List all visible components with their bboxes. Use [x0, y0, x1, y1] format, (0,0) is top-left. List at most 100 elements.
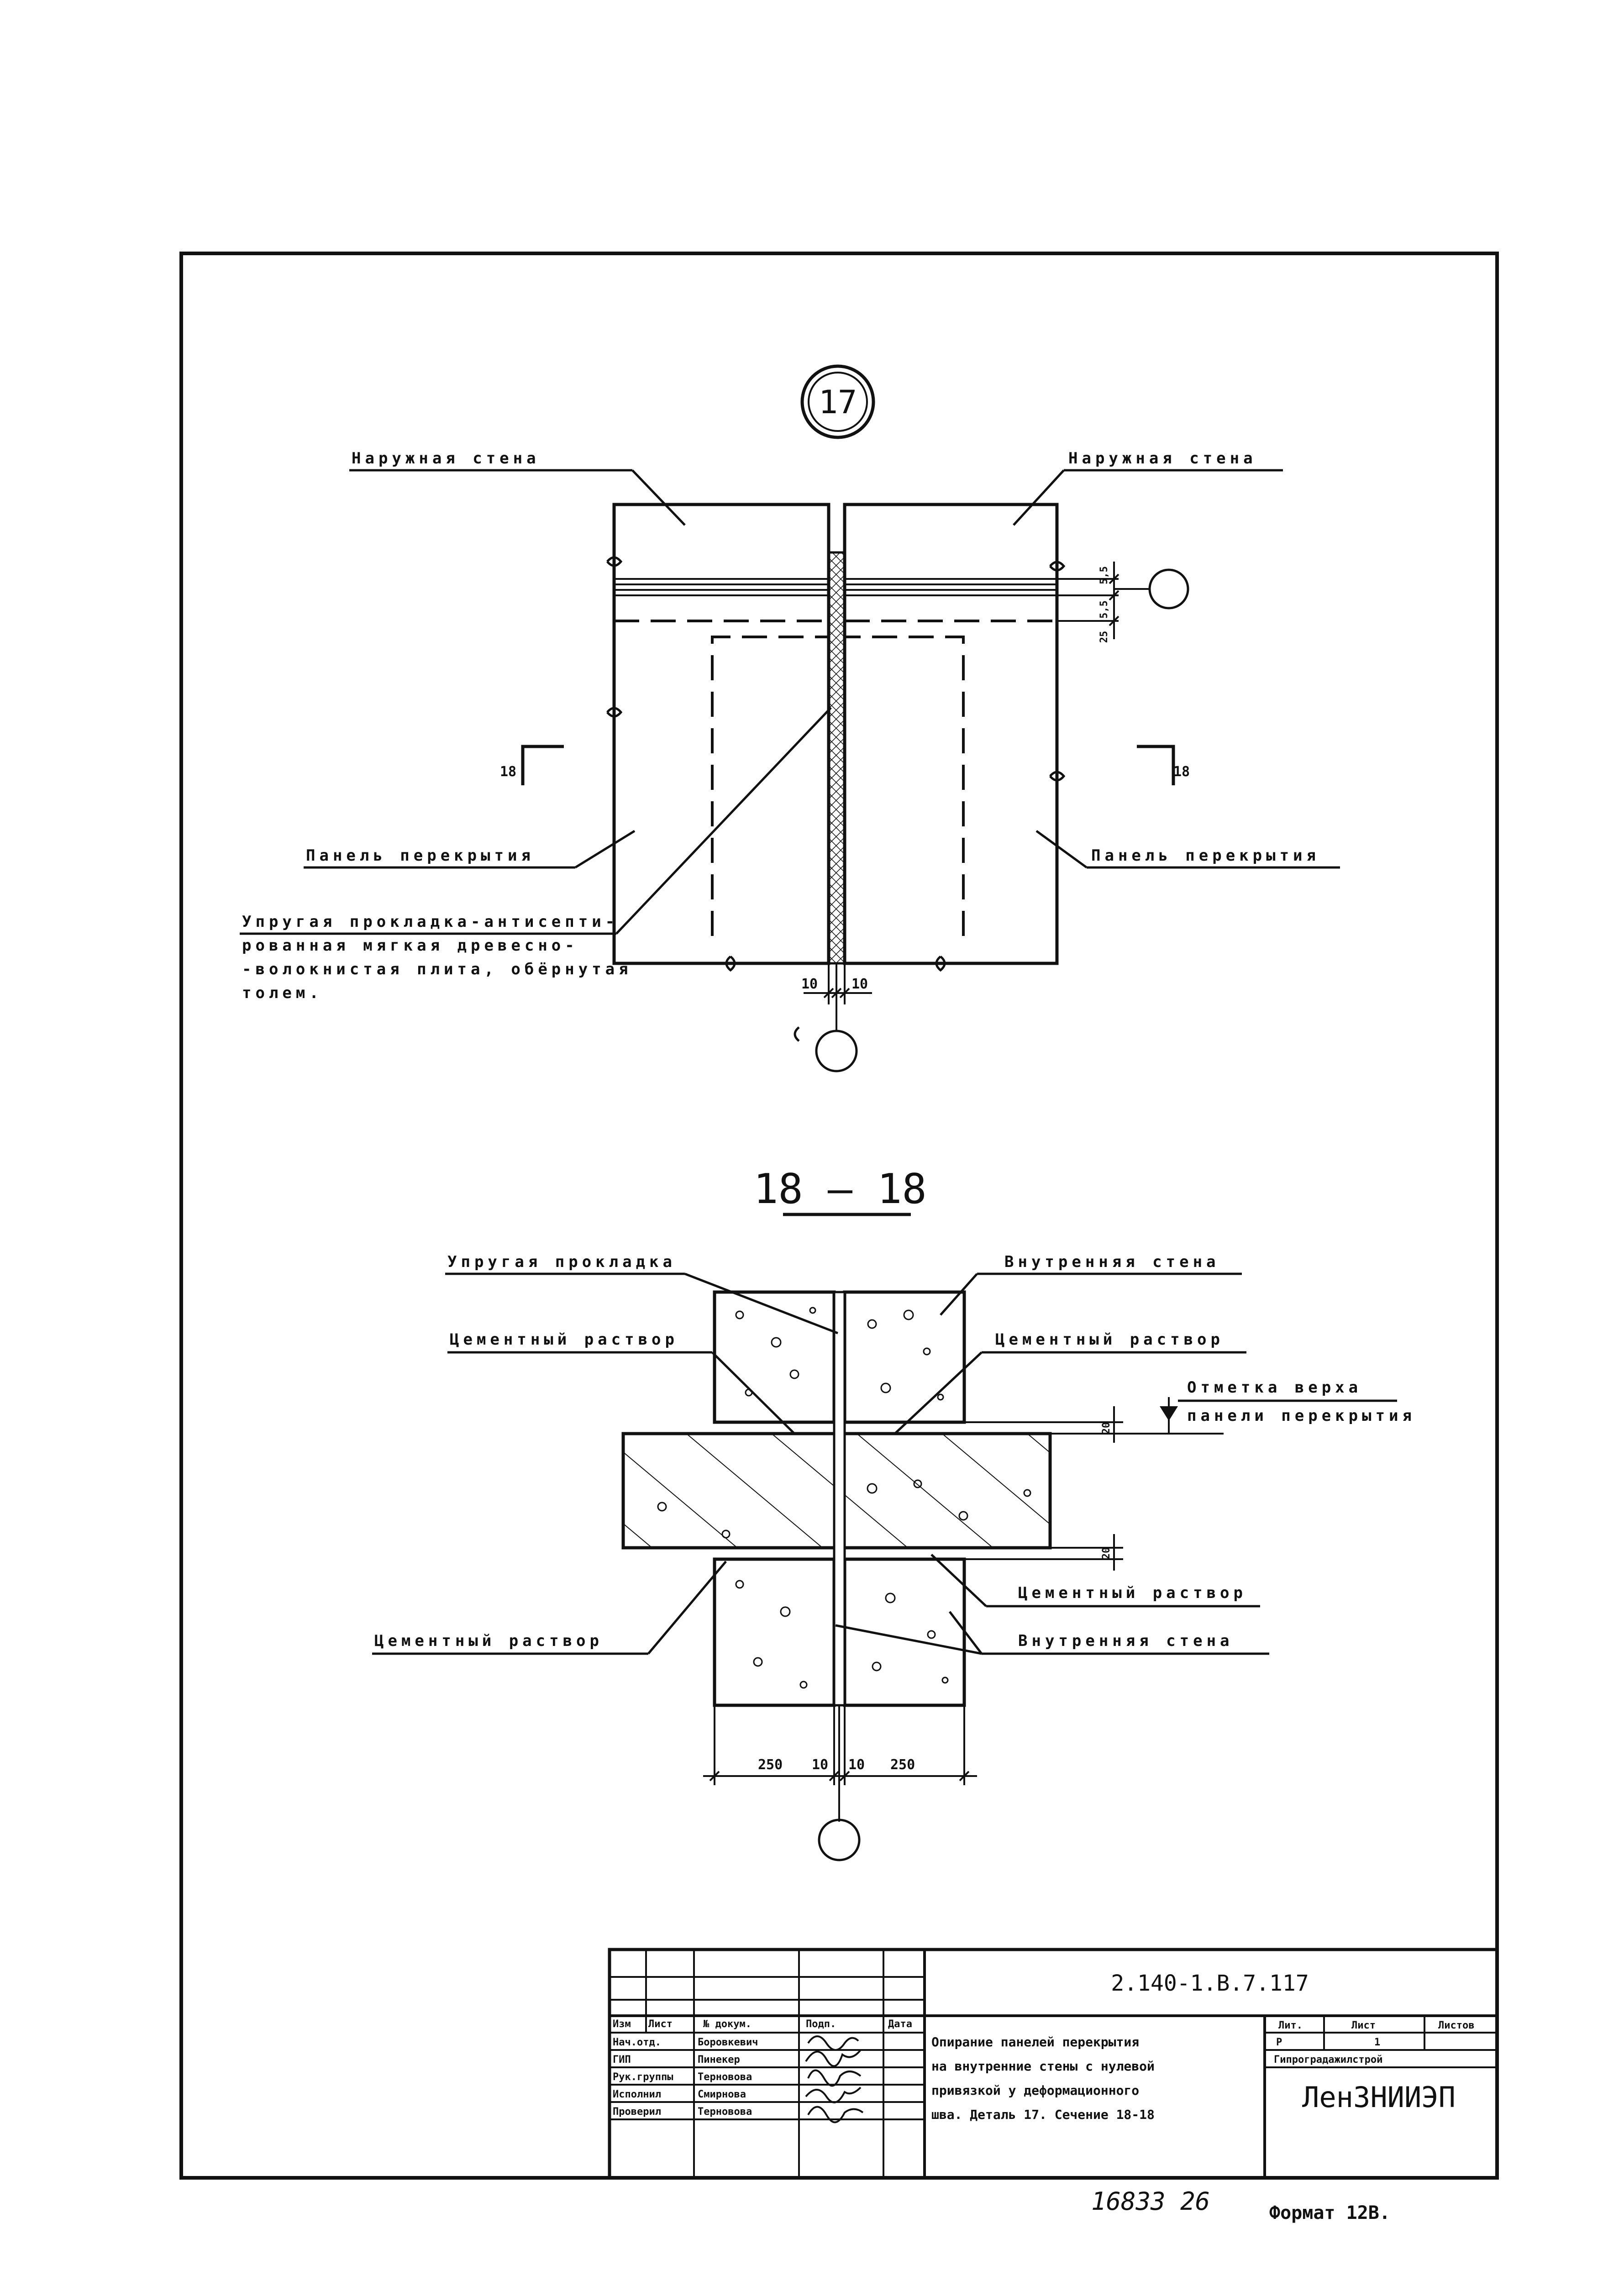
leader-floor-panel-right-tail — [1035, 830, 1088, 869]
tb-name-4: Смирнова — [698, 2089, 746, 2100]
tb-header-list: Лист — [648, 2018, 673, 2030]
section-mark-left: 18 — [500, 764, 516, 780]
axis-marker-circle — [1148, 568, 1189, 610]
tb-stage: Р — [1276, 2037, 1282, 2048]
section-title: 18 – 18 — [753, 1165, 926, 1213]
tb-header-doc: № докум. — [703, 2018, 752, 2030]
break-marks — [606, 556, 1066, 1042]
leader-outer-wall-left-tail — [631, 469, 686, 526]
label-outer-wall-left: Наружная стена — [352, 449, 540, 468]
bottom-dimension — [804, 963, 872, 1032]
section-gasket-strip — [833, 1291, 846, 1707]
tb-sheet-no: 1 — [1374, 2037, 1380, 2048]
dim-left-10: 10 — [812, 1757, 828, 1773]
label-mortar-top-right: Цементный раствор — [995, 1330, 1224, 1349]
dim-5-5-b: 5,5 — [1098, 600, 1110, 619]
leader-floor-panel-left-tail — [574, 830, 636, 869]
tb-code: 2.140-1.В.7.117 — [1111, 1971, 1309, 1996]
detail-marker-inner-circle — [808, 372, 868, 432]
tb-sheet-header: Лист — [1351, 2020, 1376, 2031]
leader-mortar-top-left-tail — [711, 1351, 795, 1435]
dim-25: 25 — [1098, 631, 1110, 643]
section-cut-right — [1137, 745, 1175, 785]
signatures — [805, 2035, 864, 2123]
label-mortar-top-left: Цементный раствор — [450, 1330, 678, 1349]
tb-name-2: Пинекер — [698, 2054, 740, 2066]
outer-wall-right — [843, 503, 1059, 965]
dim-right-250: 250 — [890, 1757, 915, 1773]
title-block-frame — [608, 1948, 1499, 2180]
section-18-18: 18 – 18 Упругая прокладка Цементный раст… — [372, 1165, 1416, 1861]
floor-panel-hidden-lines — [614, 620, 1057, 936]
tb-role-3: Рук.группы — [613, 2071, 673, 2083]
label-inner-wall-bottom: Внутренняя стена — [1018, 1632, 1234, 1650]
dim-bottom-left: 10 — [801, 976, 818, 992]
inner-wall-lower-right — [843, 1557, 966, 1707]
label-outer-wall-right: Наружная стена — [1068, 449, 1257, 468]
tb-org: ЛенЗНИИЭП — [1302, 2081, 1456, 2114]
tb-role-5: Проверил — [613, 2106, 661, 2118]
tb-role-2: ГИП — [613, 2054, 631, 2066]
label-level-line2: панели перекрытия — [1187, 1407, 1416, 1425]
tb-header-izm: Изм — [613, 2018, 631, 2030]
concrete-aggregate — [657, 1307, 1031, 1689]
inner-wall-upper-right — [843, 1290, 966, 1424]
tb-desc-line-1: Опирание панелей перекрытия — [931, 2034, 1139, 2050]
leader-mortar-top-right-tail — [894, 1351, 983, 1435]
tb-desc-line-2: на внутренние стены с нулевой — [931, 2059, 1155, 2074]
title-block-grid — [610, 1950, 925, 2178]
dim-5-5-a: 5,5 — [1098, 566, 1110, 584]
tb-header-sign: Подп. — [806, 2018, 836, 2030]
gasket-note-line-1: Упругая прокладка-антисепти- — [242, 913, 619, 931]
gasket-note-line-2: рованная мягкая древесно- — [242, 936, 578, 955]
tb-name-3: Терновова — [698, 2071, 752, 2083]
label-floor-panel-right: Панель перекрытия — [1091, 846, 1320, 865]
label-elastic-gasket: Упругая прокладка — [447, 1253, 676, 1271]
axis-marker-bottom — [815, 1030, 858, 1072]
leader-gasket-tail — [615, 707, 832, 935]
tb-role-1: Нач.отд. — [613, 2037, 661, 2048]
tb-stage-header: Лит. — [1278, 2020, 1303, 2031]
leader-inner-wall-bottom-tail-a — [835, 1624, 982, 1655]
tb-desc-line-3: привязкой у деформационного — [931, 2083, 1139, 2098]
leader-inner-wall-bottom-tail-b — [949, 1611, 983, 1655]
dim-left-250: 250 — [758, 1757, 783, 1773]
gasket-note-line-3: -волокнистая плита, обёрнутая — [242, 960, 632, 978]
leader-mortar-bottom-left-tail — [647, 1561, 727, 1655]
outer-wall-left — [612, 503, 830, 965]
handwritten-number: 16833 26 — [1091, 2187, 1210, 2216]
tb-role-4: Исполнил — [613, 2089, 661, 2100]
dim-20-bottom: 20 — [1101, 1547, 1112, 1560]
leader-elastic-gasket-tail — [684, 1272, 838, 1335]
detail-marker-number: 17 — [819, 384, 857, 421]
inner-wall-lower-left — [713, 1557, 836, 1707]
section-bottom-dimension — [703, 1705, 977, 1822]
tb-org-line: Гипроградажилстрой — [1274, 2054, 1382, 2066]
label-mortar-bottom-right: Цементный раствор — [1018, 1584, 1247, 1602]
axis-marker-section — [818, 1818, 861, 1861]
leader-mortar-bottom-right-tail — [930, 1554, 987, 1607]
gasket-note: Упругая прокладка-антисепти- рованная мя… — [242, 913, 632, 1002]
label-level-line1: Отметка верха — [1187, 1378, 1362, 1397]
dim-bottom-right: 10 — [851, 976, 868, 992]
dim-right-10: 10 — [848, 1757, 865, 1773]
vertical-dimension — [1057, 562, 1151, 639]
tb-name-1: Боровкевич — [698, 2037, 758, 2048]
title-block: Изм Лист № докум. Подп. Дата Нач.отд. Бо… — [608, 1948, 1499, 2180]
format-label: Формат 12В. — [1269, 2202, 1390, 2223]
wall-layer-lines — [614, 578, 1057, 596]
tb-header-date: Дата — [888, 2018, 912, 2030]
detail-marker-circle — [800, 364, 875, 439]
section-cut-left — [521, 745, 564, 785]
section-mark-right: 18 — [1173, 764, 1190, 780]
tb-sheets-header: Листов — [1438, 2020, 1474, 2031]
inner-wall-upper-left — [713, 1290, 836, 1424]
label-inner-wall-top: Внутренняя стена — [1004, 1253, 1220, 1271]
dim-20-top: 20 — [1101, 1422, 1112, 1435]
detail-17: 17 Наружная ст — [240, 364, 1340, 1072]
label-mortar-bottom-left: Цементный раствор — [374, 1632, 603, 1650]
leader-outer-wall-right-tail — [1013, 469, 1065, 526]
elastic-gasket-strip — [827, 551, 846, 965]
tb-desc-line-4: шва. Деталь 17. Сечение 18-18 — [931, 2107, 1155, 2122]
